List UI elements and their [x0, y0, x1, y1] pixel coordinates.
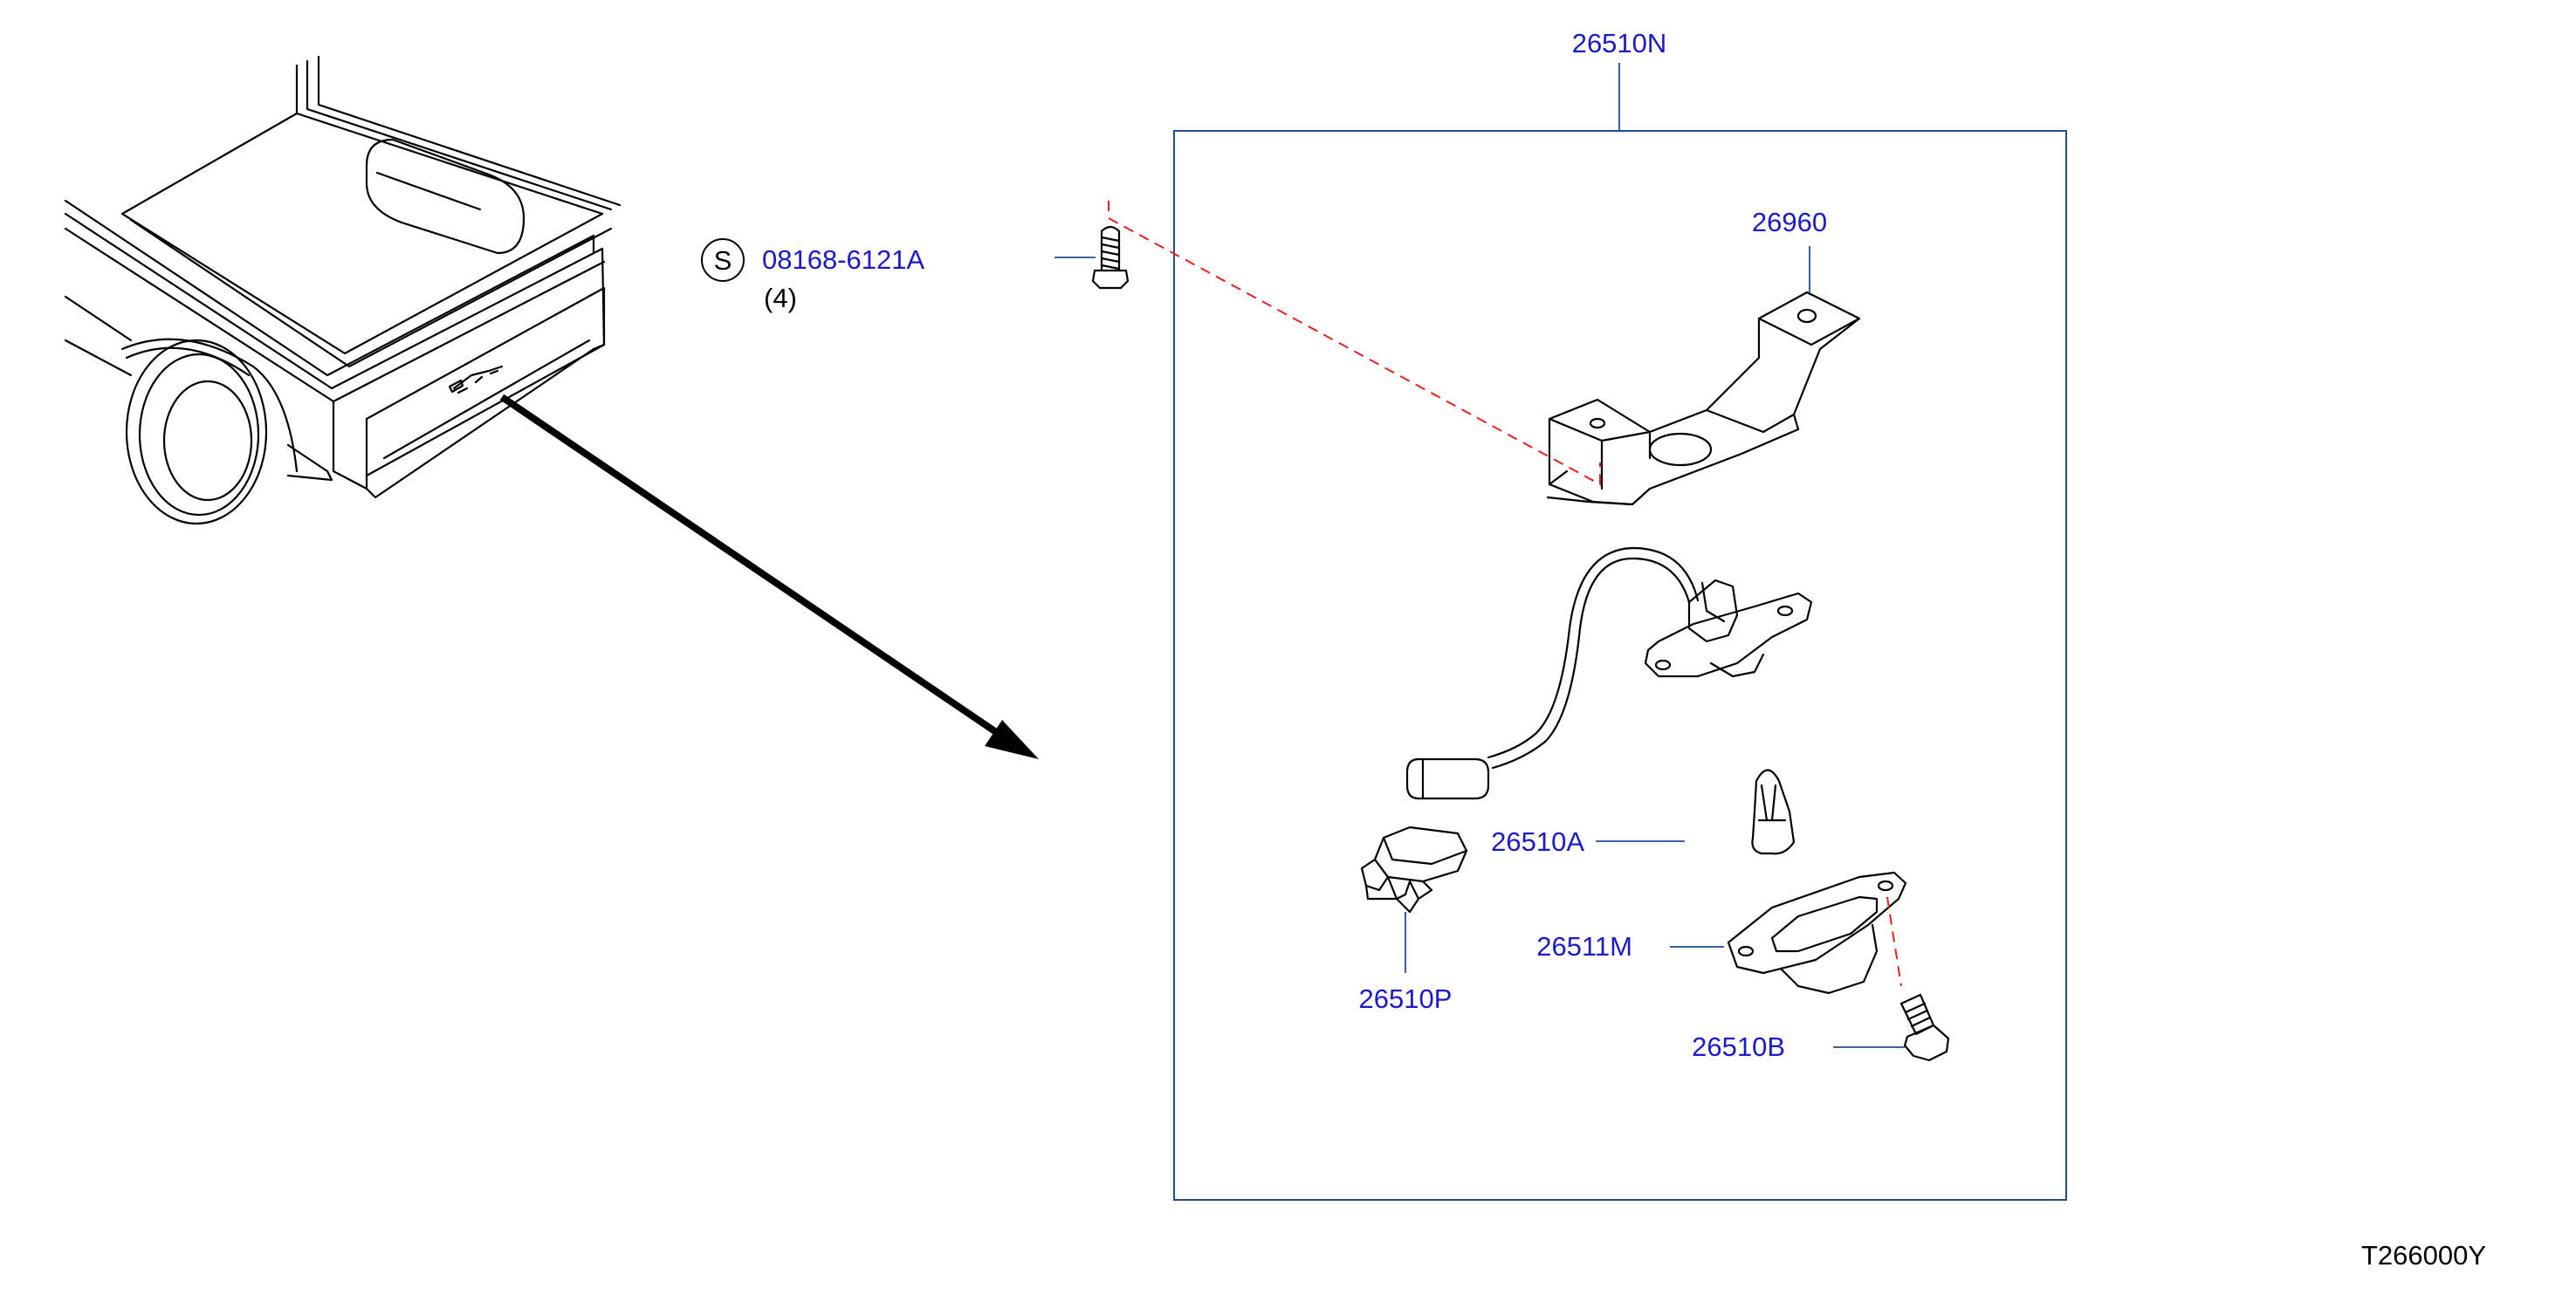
bracket-icon	[1546, 291, 1861, 506]
bolt-install-dashline	[1108, 201, 1601, 486]
bolt-quantity: (4)	[764, 283, 797, 313]
assembly-part-number: 26510N	[1572, 28, 1667, 58]
socket-part-number: 26510P	[1359, 983, 1453, 1014]
bolt-callout: S 08168-6121A (4)	[701, 238, 1096, 313]
screw-icon	[1899, 993, 1950, 1062]
figure-code: T266000Y	[2361, 1240, 2486, 1271]
bolt-part-number: 08168-6121A	[762, 244, 924, 275]
bulb-icon	[1751, 769, 1796, 855]
truck-rear-icon	[64, 55, 622, 525]
standard-part-symbol	[701, 238, 745, 282]
standard-part-symbol-text: S	[714, 245, 732, 276]
bulb-part-number: 26510A	[1491, 826, 1584, 857]
screw-install-dashline	[1886, 896, 1902, 987]
lens-icon	[1727, 871, 1907, 995]
socket-icon	[1360, 826, 1468, 914]
lens-part-number: 26511M	[1536, 931, 1632, 962]
arrow-icon	[499, 394, 1039, 759]
screw-part-number: 26510B	[1692, 1031, 1785, 1062]
bolt-icon	[1091, 225, 1130, 290]
lamp-harness-icon	[1405, 546, 1813, 800]
bracket-part-number: 26960	[1752, 207, 1827, 237]
assembly-frame	[1173, 130, 2067, 1201]
